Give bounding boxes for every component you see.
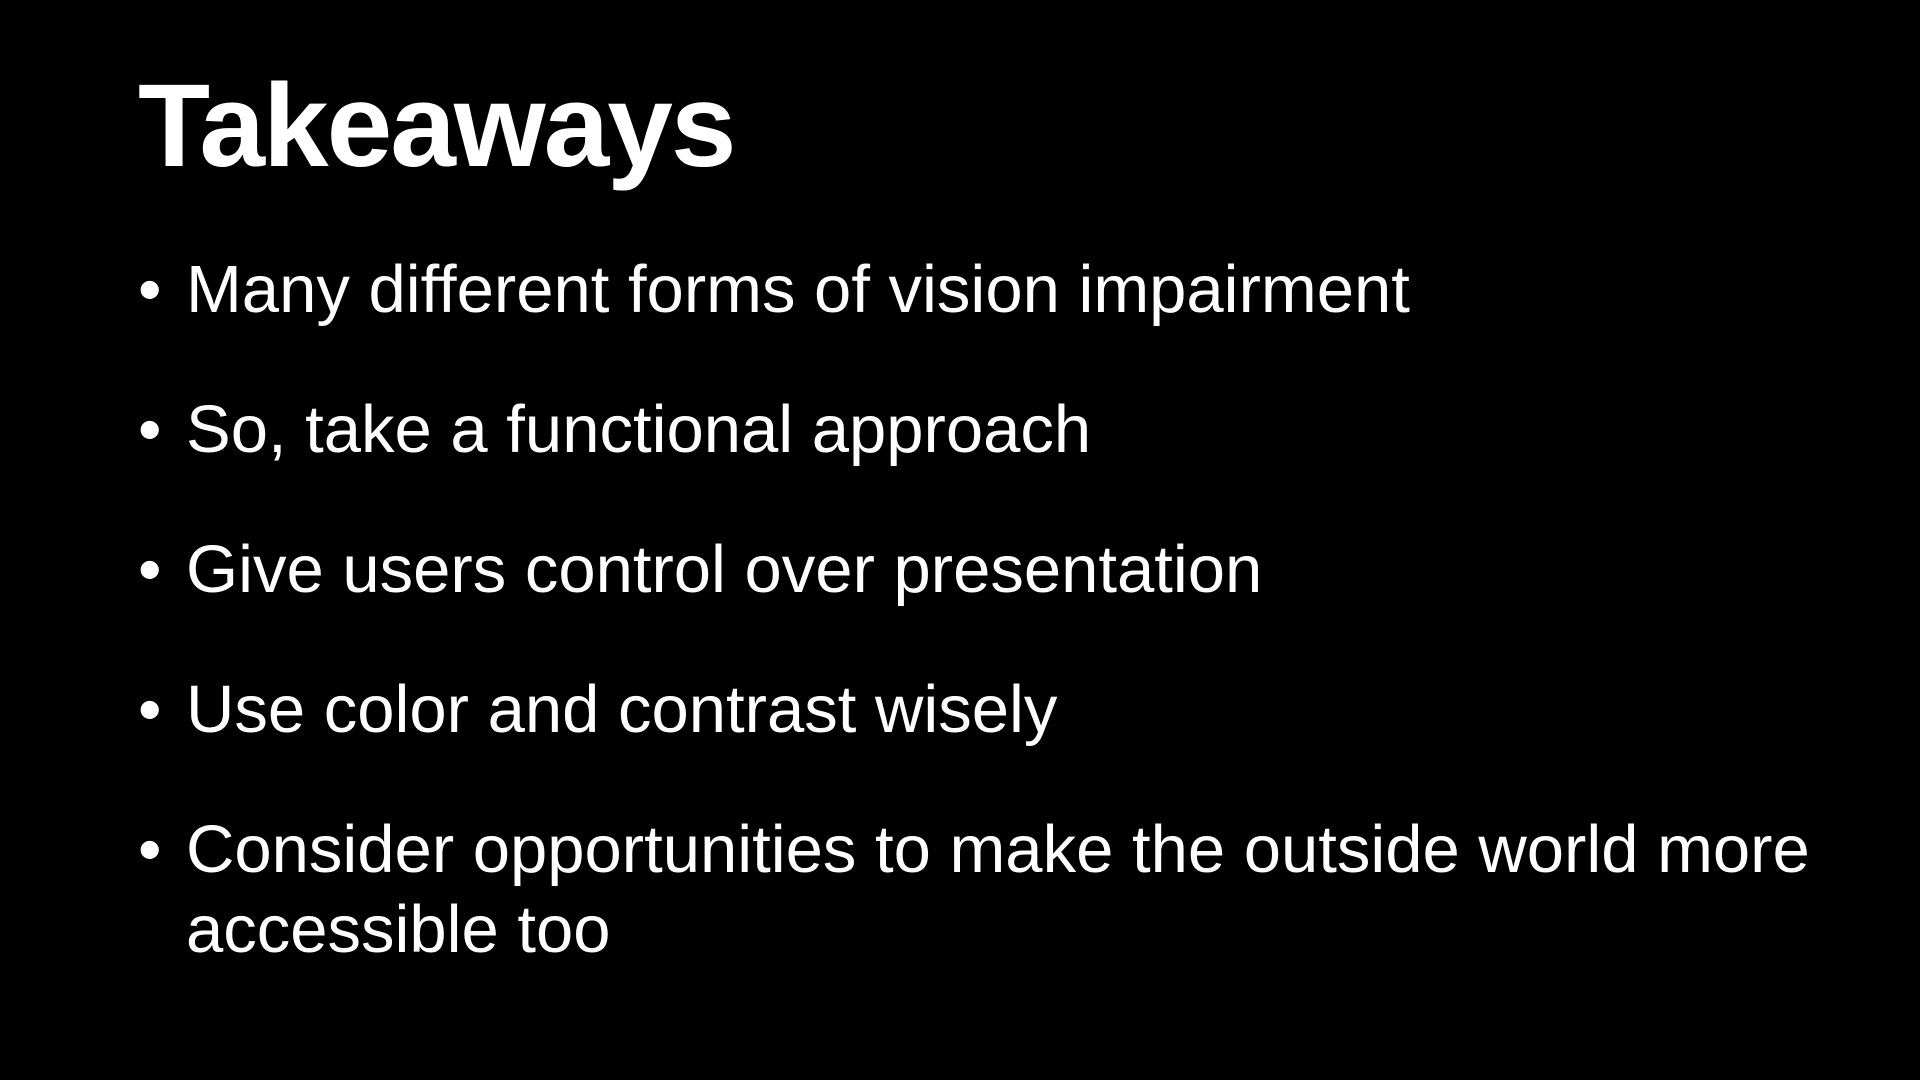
bullet-point-icon: • — [138, 252, 162, 327]
slide-title: Takeaways — [138, 60, 736, 192]
bullet-point-icon: • — [138, 532, 162, 607]
bullet-text: Use color and contrast wisely — [186, 672, 1058, 747]
bullet-text: So, take a functional approach — [186, 392, 1092, 467]
bullet-item: • Give users control over presentation — [138, 530, 1838, 610]
bullet-item: • Many different forms of vision impairm… — [138, 250, 1838, 330]
bullet-list: • Many different forms of vision impairm… — [138, 250, 1838, 970]
bullet-point-icon: • — [138, 812, 162, 887]
bullet-text: Consider opportunities to make the outsi… — [186, 812, 1810, 967]
bullet-point-icon: • — [138, 392, 162, 467]
bullet-item: • So, take a functional approach — [138, 390, 1838, 470]
bullet-text: Many different forms of vision impairmen… — [186, 252, 1410, 327]
bullet-text: Give users control over presentation — [186, 532, 1263, 607]
bullet-point-icon: • — [138, 672, 162, 747]
bullet-item: • Use color and contrast wisely — [138, 670, 1838, 750]
bullet-item: • Consider opportunities to make the out… — [138, 810, 1838, 970]
